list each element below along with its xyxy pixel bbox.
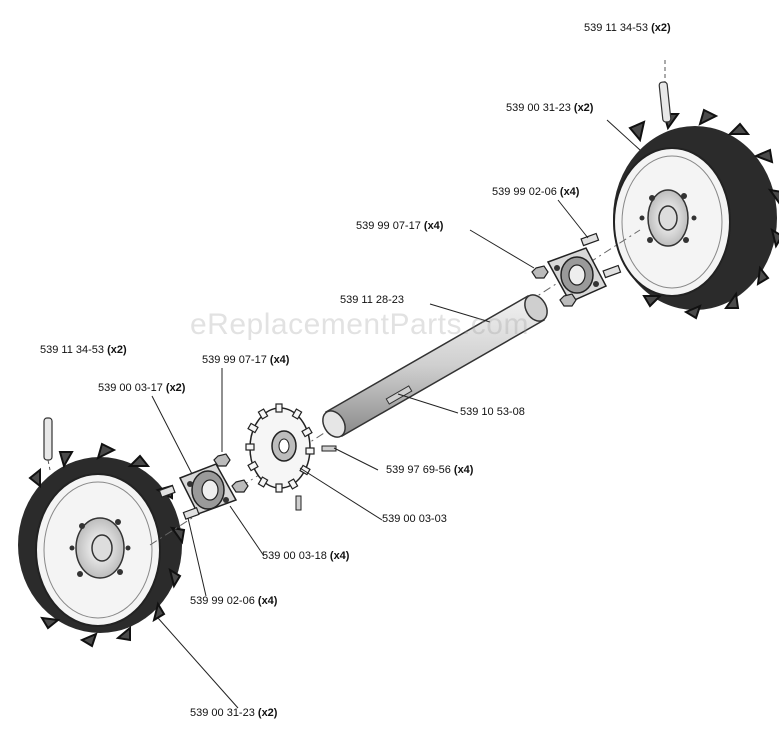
label-axle: 539 11 28-23 [340, 294, 405, 306]
label-sprocket: 539 00 03-03 [382, 513, 447, 525]
label-nut-top: 539 99 07-17 (x4) [356, 220, 444, 232]
label-pin-top: 539 11 34-53 (x2) [584, 22, 671, 34]
bolts-left [158, 485, 200, 520]
nuts-left [213, 453, 249, 493]
axle-key [385, 385, 413, 405]
set-screws [295, 445, 337, 511]
sprocket [245, 403, 315, 493]
label-bolt-top: 539 99 02-06 (x4) [492, 186, 580, 198]
label-pin-left: 539 11 34-53 (x2) [40, 344, 127, 356]
nuts-right [531, 265, 577, 307]
label-key: 539 10 53-08 [460, 406, 525, 418]
watermark: eReplacementParts.com [190, 308, 529, 341]
label-wheel-left: 539 00 31-23 (x2) [190, 707, 278, 719]
pin-top [658, 60, 672, 123]
axle-shaft [322, 294, 548, 438]
wheel-right [613, 108, 779, 320]
leader-lines [151, 119, 641, 709]
wheel-left [18, 442, 186, 648]
label-wheel-top: 539 00 31-23 (x2) [506, 102, 594, 114]
bearing-flange-right [546, 247, 608, 303]
label-bolt-left: 539 99 02-06 (x4) [190, 595, 278, 607]
bearing-flange-left [178, 463, 238, 515]
label-bearing-left: 539 00 03-17 (x2) [98, 382, 186, 394]
pin-left [43, 417, 53, 471]
label-setscrew: 539 97 69-56 (x4) [386, 464, 474, 476]
bolts-right [580, 232, 622, 279]
label-nut-left: 539 99 07-17 (x4) [202, 354, 290, 366]
label-flange: 539 00 03-18 (x4) [262, 550, 350, 562]
